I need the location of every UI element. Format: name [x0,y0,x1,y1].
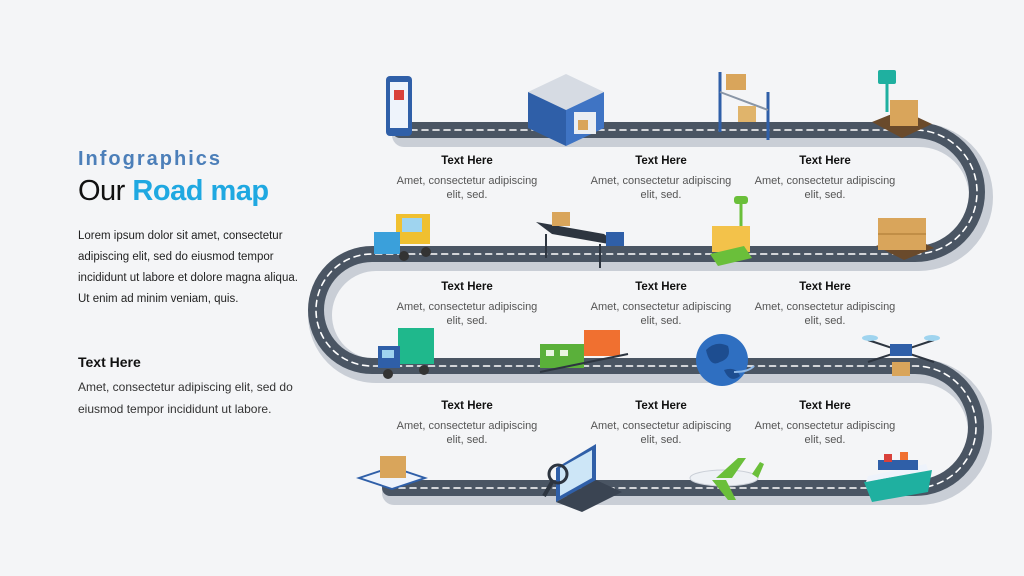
drone-icon [862,335,940,376]
intro-sub-title: Text Here [78,354,141,370]
milestone-title: Text Here [441,400,493,412]
milestone-title: Text Here [799,155,851,167]
milestone-1: Text Here Amet, consectetur adipiscing e… [387,155,547,202]
milestone-title: Text Here [635,155,687,167]
forklift-icon [374,214,431,261]
intro-panel: Infographics Our Road map Lorem ipsum do… [78,148,303,420]
page-title: Our Road map [78,175,303,208]
milestone-text: Amet, consectetur adipiscing elit, sed. [590,301,732,327]
milestone-text: Amet, consectetur adipiscing elit, sed. [396,175,538,201]
tablet-icon [386,76,412,136]
milestone-text: Amet, consectetur adipiscing elit, sed. [396,301,538,327]
milestone-text: Amet, consectetur adipiscing elit, sed. [754,420,896,446]
intro-body: Lorem ipsum dolor sit amet, consectetur … [78,230,298,305]
ship-icon [864,452,932,502]
title-prefix: Our [78,175,125,207]
milestone-2: Text Here Amet, consectetur adipiscing e… [581,155,741,202]
milestone-4: Text Here Amet, consectetur adipiscing e… [387,281,547,328]
milestone-title: Text Here [799,281,851,293]
title-highlight: Road map [132,175,269,207]
scale-icon [872,70,932,138]
milestone-3: Text Here Amet, consectetur adipiscing e… [745,155,905,202]
milestone-text: Amet, consectetur adipiscing elit, sed. [590,175,732,201]
milestone-text: Amet, consectetur adipiscing elit, sed. [754,301,896,327]
truck-icon [378,328,434,379]
hand-truck-icon [710,196,752,266]
globe-icon [696,334,755,386]
train-icon [539,330,629,373]
milestone-title: Text Here [441,281,493,293]
milestone-8: Text Here Amet, consectetur adipiscing e… [581,400,741,447]
milestone-7: Text Here Amet, consectetur adipiscing e… [387,400,547,447]
milestone-title: Text Here [635,281,687,293]
airplane-icon [689,458,764,500]
laptop-icon [542,444,622,512]
milestone-text: Amet, consectetur adipiscing elit, sed. [396,420,538,446]
milestone-5: Text Here Amet, consectetur adipiscing e… [581,281,741,328]
milestone-9: Text Here Amet, consectetur adipiscing e… [745,400,905,447]
milestone-6: Text Here Amet, consectetur adipiscing e… [745,281,905,328]
milestone-title: Text Here [799,400,851,412]
conveyor-icon [536,212,624,268]
milestone-title: Text Here [635,400,687,412]
milestone-title: Text Here [441,155,493,167]
intro-sub-body: Amet, consectetur adipiscing elit, sed d… [78,380,293,416]
shelf-icon [718,72,770,140]
boxes-icon [876,218,934,260]
eyebrow-heading: Infographics [78,148,223,170]
warehouse-icon [528,74,604,146]
milestone-text: Amet, consectetur adipiscing elit, sed. [754,175,896,201]
package-icon [356,456,428,490]
milestone-text: Amet, consectetur adipiscing elit, sed. [590,420,732,446]
